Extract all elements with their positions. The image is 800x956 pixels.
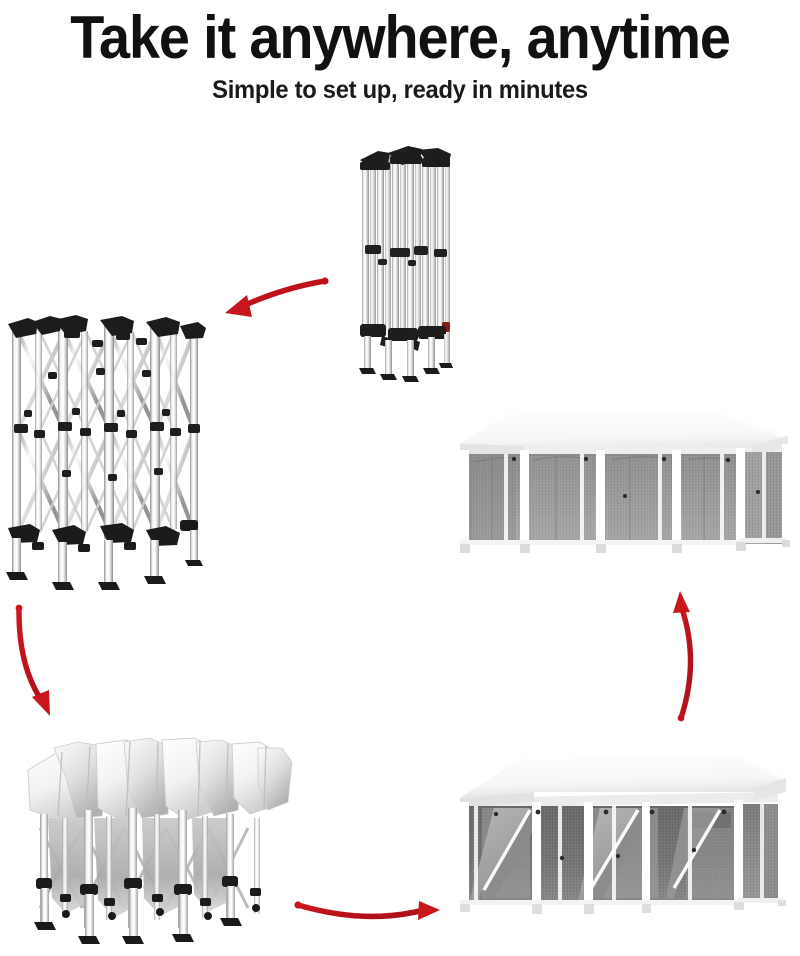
expanded-frame-top-connectors (8, 315, 206, 347)
page-title: Take it anywhere, anytime (70, 4, 731, 71)
gazebo-open-base (460, 898, 786, 914)
gazebo-open-ties (493, 809, 727, 861)
canopy-fabric-bunched (27, 737, 293, 823)
step-expanded-frame: Expanded scissor frame (4, 310, 209, 602)
expanded-frame-legs (12, 530, 198, 584)
page-subtitle: Simple to set up, ready in minutes (212, 76, 588, 104)
step-gazebo-walls-closed: Assembled gazebo with mesh walls closed (452, 396, 800, 568)
canopy-frame-clamps (36, 876, 261, 906)
gazebo-closed-poles (460, 444, 789, 546)
collapsed-frame-mid-connectors (365, 245, 447, 266)
gazebo-open-poles (460, 794, 785, 904)
step-collapsed-frame: Collapsed frame bundle (352, 140, 462, 382)
step-gazebo-walls-open: Assembled gazebo with mesh walls open (438, 730, 800, 922)
step-frame-with-canopy: Frame with canopy fitted (10, 718, 302, 956)
canopy-frame-uprights (40, 808, 260, 928)
canopy-frame-feet (34, 904, 260, 944)
gazebo-open-roof (460, 754, 786, 808)
collapsed-frame-feet (359, 363, 453, 382)
header: Take it anywhere, anytime Simple to set … (0, 0, 800, 105)
gazebo-open-braces (482, 809, 722, 891)
collapsed-frame-legs (364, 334, 450, 378)
gazebo-closed-base (460, 538, 790, 553)
gazebo-closed-ties (511, 456, 760, 498)
canopy-frame-legs (41, 886, 235, 940)
collapsed-frame-top-connectors (360, 146, 451, 170)
expanded-frame-hinges (14, 368, 200, 481)
expanded-frame-feet (6, 560, 203, 590)
